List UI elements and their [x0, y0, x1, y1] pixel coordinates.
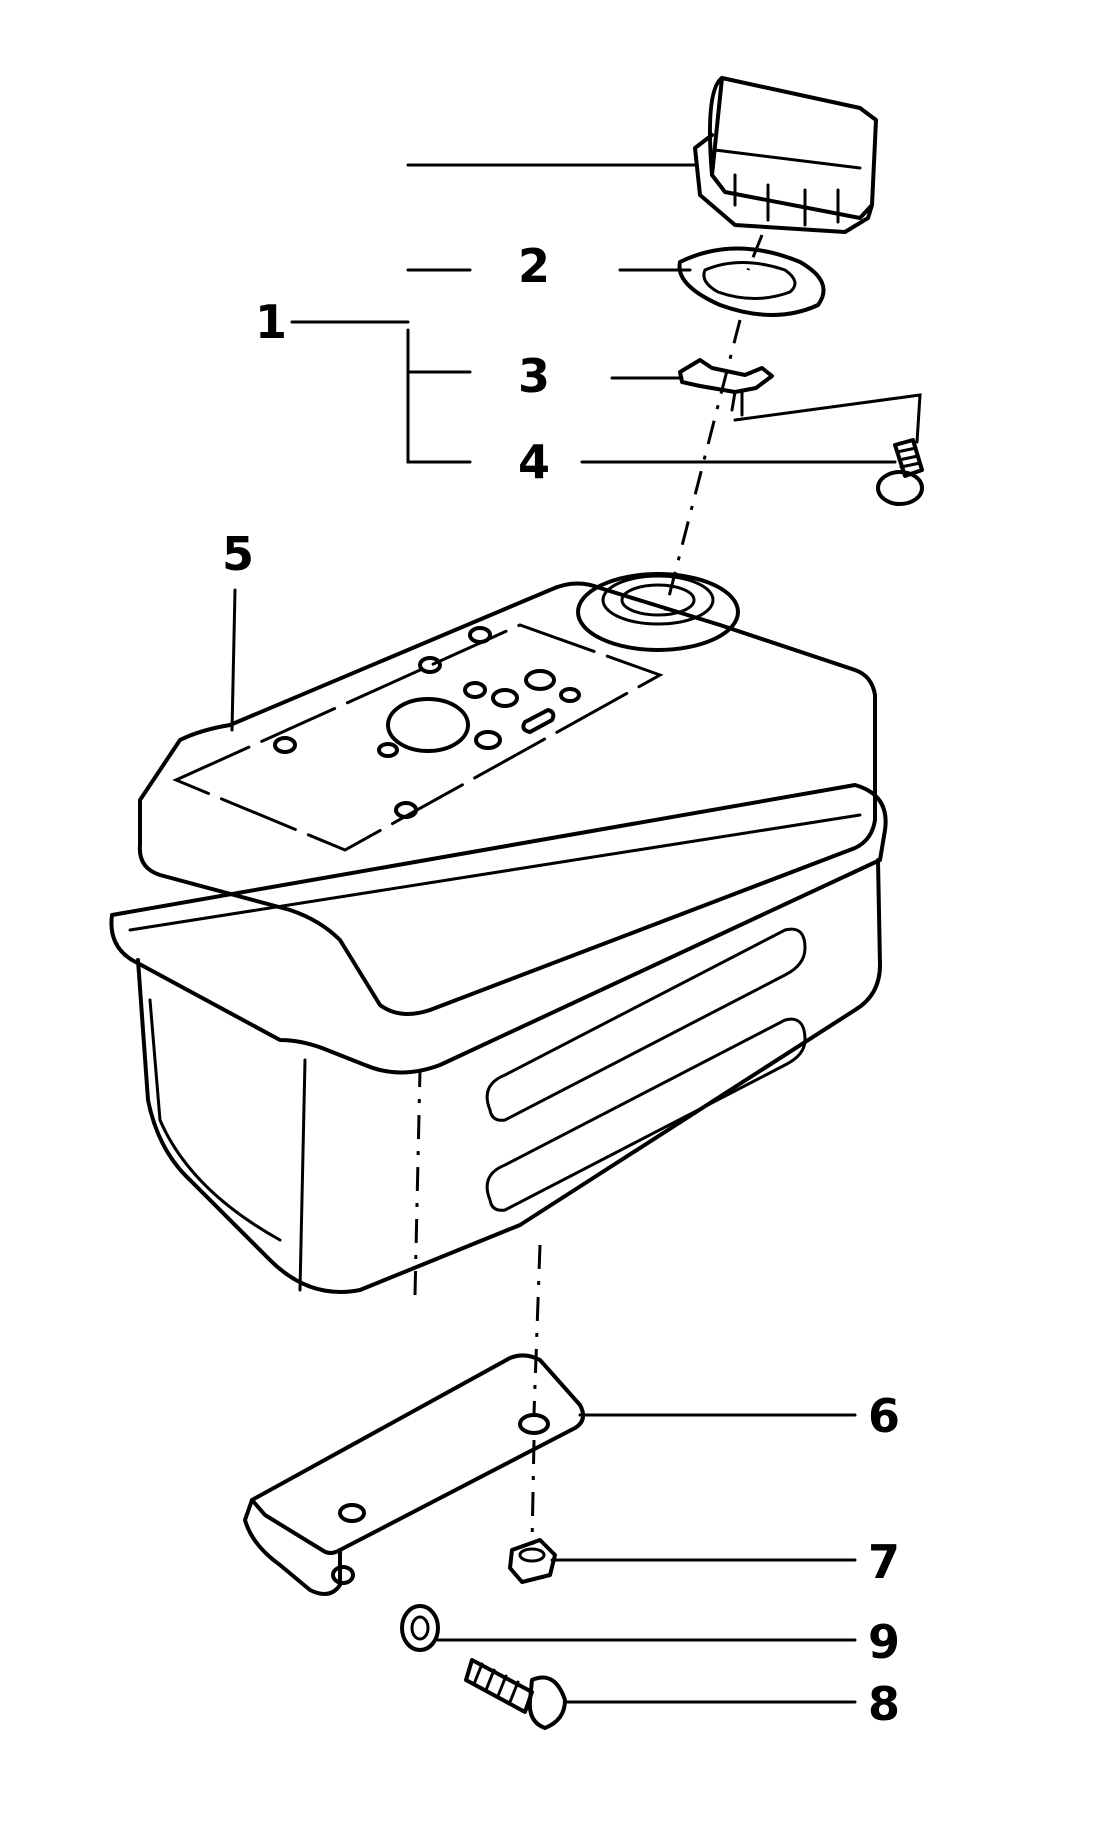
callout-5: 5 [222, 527, 254, 581]
fuel-tank [109, 572, 888, 1296]
callout-8: 8 [868, 1677, 900, 1731]
mounting-bracket [243, 1353, 586, 1596]
cap-seal-ring [677, 246, 826, 317]
washer [400, 1604, 440, 1652]
flange-nut [508, 1538, 557, 1584]
callouts: 1 2 3 4 5 6 7 9 8 [222, 239, 900, 1731]
leader-lines [230, 163, 922, 1704]
callout-1: 1 [255, 295, 287, 349]
bolt [464, 1658, 567, 1730]
callout-4: 4 [518, 435, 550, 489]
callout-9: 9 [868, 1615, 900, 1669]
centre-lines [530, 234, 764, 1546]
callout-2: 2 [518, 239, 550, 293]
callout-7: 7 [868, 1535, 900, 1589]
callout-3: 3 [518, 349, 550, 403]
callout-6: 6 [868, 1389, 900, 1443]
retaining-bracket [678, 358, 774, 417]
fuel-cap [693, 76, 878, 234]
cap-screw [876, 438, 924, 506]
